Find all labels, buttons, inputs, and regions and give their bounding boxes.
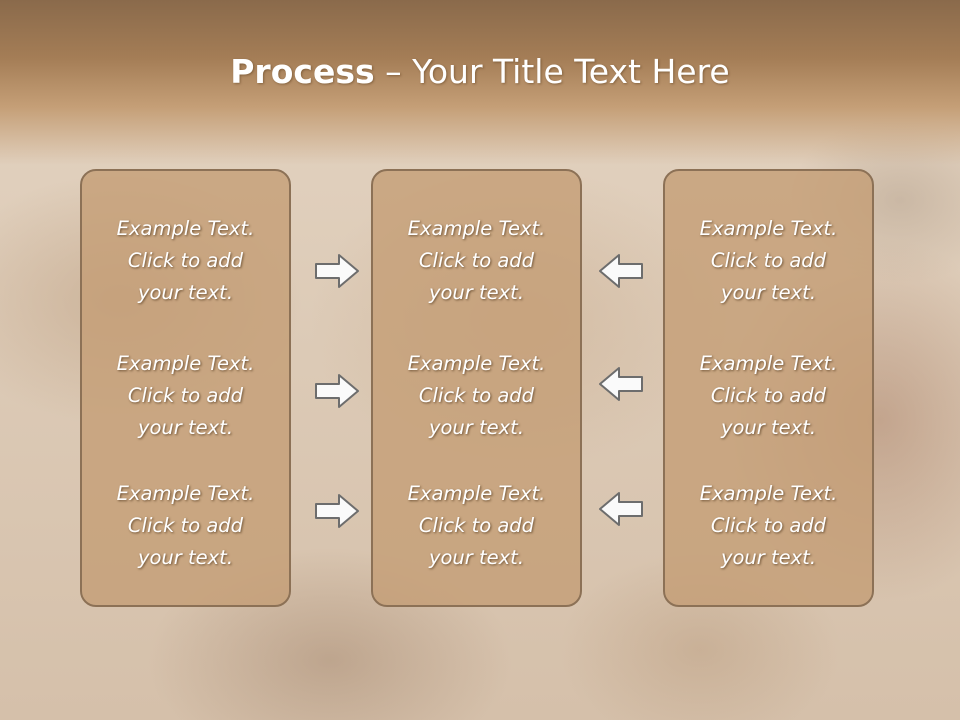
text-line: your text.	[137, 281, 234, 304]
text-line: Example Text.	[407, 217, 546, 240]
text-line: Click to add	[710, 384, 827, 407]
title-bold: Process	[230, 52, 375, 91]
text-line: your text.	[720, 281, 817, 304]
text-line: your text.	[428, 281, 525, 304]
text-line: Example Text.	[699, 482, 838, 505]
text-line: Click to add	[127, 249, 244, 272]
process-box-right[interactable]: Example Text. Click to add your text. Ex…	[663, 169, 874, 607]
text-block[interactable]: Example Text. Click to add your text.	[373, 213, 580, 309]
text-line: Click to add	[127, 384, 244, 407]
text-line: Example Text.	[407, 482, 546, 505]
arrow-right-icon[interactable]	[313, 372, 361, 410]
text-block[interactable]: Example Text. Click to add your text.	[82, 478, 289, 574]
text-line: Click to add	[710, 514, 827, 537]
process-box-left[interactable]: Example Text. Click to add your text. Ex…	[80, 169, 291, 607]
title-rest: – Your Title Text Here	[374, 52, 730, 91]
text-line: your text.	[137, 546, 234, 569]
arrow-left-icon[interactable]	[597, 490, 645, 528]
text-block[interactable]: Example Text. Click to add your text.	[665, 213, 872, 309]
text-line: Click to add	[418, 249, 535, 272]
slide-title[interactable]: Process – Your Title Text Here	[0, 52, 960, 91]
arrow-right-icon[interactable]	[313, 492, 361, 530]
arrow-left-icon[interactable]	[597, 365, 645, 403]
text-block[interactable]: Example Text. Click to add your text.	[373, 348, 580, 444]
text-line: Example Text.	[699, 217, 838, 240]
text-block[interactable]: Example Text. Click to add your text.	[665, 478, 872, 574]
text-line: Example Text.	[116, 352, 255, 375]
text-line: Click to add	[418, 514, 535, 537]
text-line: Example Text.	[699, 352, 838, 375]
arrow-left-icon[interactable]	[597, 252, 645, 290]
text-line: your text.	[720, 416, 817, 439]
text-line: your text.	[137, 416, 234, 439]
text-block[interactable]: Example Text. Click to add your text.	[665, 348, 872, 444]
text-line: your text.	[428, 416, 525, 439]
text-line: Click to add	[710, 249, 827, 272]
text-line: Example Text.	[407, 352, 546, 375]
text-line: your text.	[720, 546, 817, 569]
text-block[interactable]: Example Text. Click to add your text.	[82, 348, 289, 444]
title-band	[0, 0, 960, 165]
text-line: your text.	[428, 546, 525, 569]
arrow-right-icon[interactable]	[313, 252, 361, 290]
text-line: Click to add	[127, 514, 244, 537]
text-line: Click to add	[418, 384, 535, 407]
text-line: Example Text.	[116, 482, 255, 505]
process-box-center[interactable]: Example Text. Click to add your text. Ex…	[371, 169, 582, 607]
text-block[interactable]: Example Text. Click to add your text.	[373, 478, 580, 574]
text-block[interactable]: Example Text. Click to add your text.	[82, 213, 289, 309]
text-line: Example Text.	[116, 217, 255, 240]
